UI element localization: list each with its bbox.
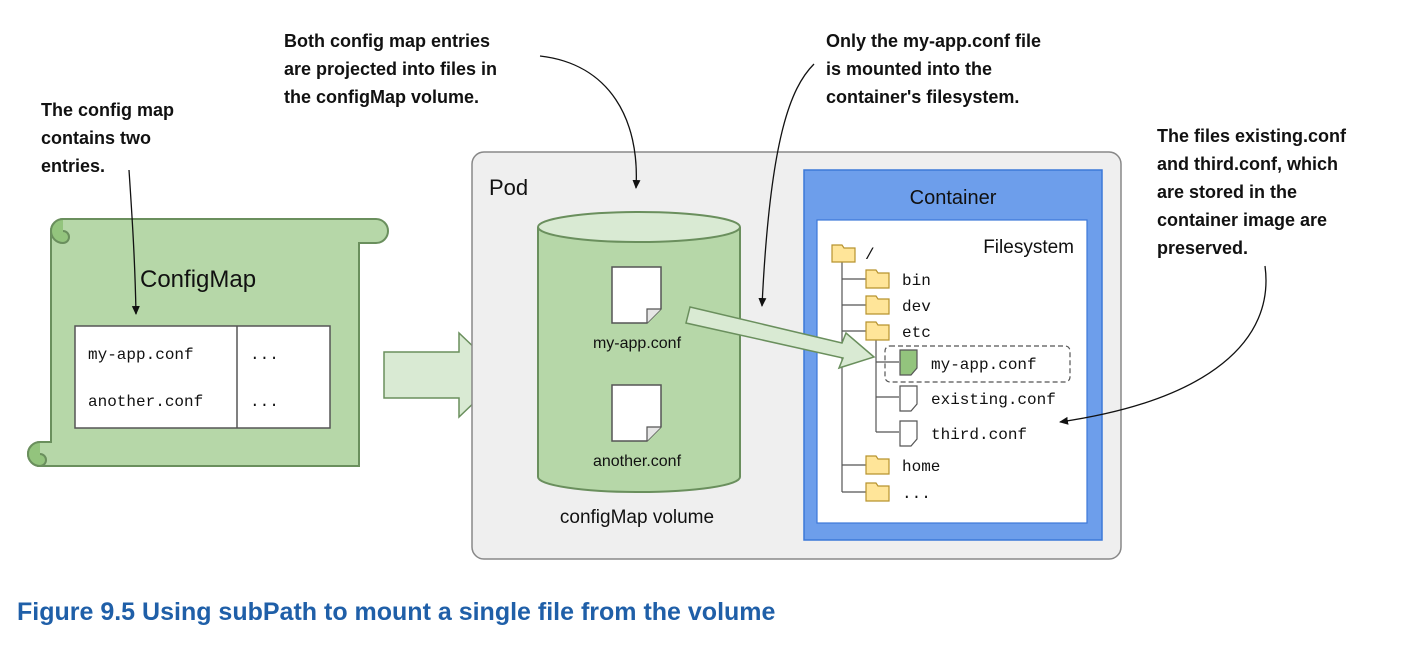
preserved-note-line-2: and third.conf, which (1157, 154, 1338, 174)
configmap-note-pointer (128, 169, 140, 315)
projection-note: Both config map entries are projected in… (284, 31, 497, 107)
folder-icon (865, 455, 890, 475)
fs-dir: bin (902, 272, 931, 290)
fs-dir: ... (902, 485, 931, 503)
folder-icon (865, 482, 890, 502)
mount-note-pointer (758, 63, 815, 307)
configmap-entry-key: another.conf (88, 393, 203, 411)
fs-dir: etc (902, 324, 931, 342)
mount-arrow (685, 306, 876, 370)
preserved-note-line-1: The files existing.conf (1157, 126, 1347, 146)
configmap-entry-key: my-app.conf (88, 346, 194, 364)
configmap-note-line-3: entries. (41, 156, 105, 176)
volume-cylinder-body (537, 227, 741, 493)
projection-note-line-1: Both config map entries (284, 31, 490, 51)
volume-file-name: another.conf (593, 453, 682, 470)
mount-note-line-3: container's filesystem. (826, 87, 1019, 107)
pod-label: Pod (489, 175, 528, 200)
projection-note-line-3: the configMap volume. (284, 87, 479, 107)
tree-lines (841, 262, 899, 493)
mount-note-line-1: Only the my-app.conf file (826, 31, 1041, 51)
mount-note: Only the my-app.conf file is mounted int… (826, 31, 1041, 107)
fs-dir: home (902, 458, 940, 476)
projection-note-line-2: are projected into files in (284, 59, 497, 79)
preserved-note: The files existing.conf and third.conf, … (1157, 126, 1347, 258)
configmap-note-line-1: The config map (41, 100, 174, 120)
folder-icon (865, 295, 890, 315)
volume-cylinder-top (537, 211, 741, 243)
folder-icon (865, 321, 890, 341)
file-icon (611, 384, 662, 442)
fs-root: / (865, 246, 875, 264)
filesystem-label: Filesystem (983, 237, 1074, 258)
configmap-entry-value: ... (250, 393, 279, 411)
file-icon (899, 349, 918, 376)
fs-dir: dev (902, 298, 931, 316)
mount-note-line-2: is mounted into the (826, 59, 992, 79)
preserved-note-line-4: container image are (1157, 210, 1327, 230)
file-icon (611, 266, 662, 324)
configmap-scroll: ConfigMap my-app.conf ... another.conf .… (27, 218, 389, 468)
configmap-entries-table: my-app.conf ... another.conf ... (74, 325, 331, 429)
container-label: Container (910, 187, 997, 209)
mounted-file-highlight (884, 345, 1071, 383)
volume-label: configMap volume (560, 507, 714, 528)
preserved-note-line-3: are stored in the (1157, 182, 1297, 202)
file-icon (899, 420, 918, 447)
scroll-curl-bottom (27, 441, 47, 468)
fs-file: third.conf (931, 426, 1027, 444)
volume-file-name: my-app.conf (593, 335, 682, 352)
file-icon (899, 385, 918, 412)
fs-file: my-app.conf (931, 356, 1037, 374)
folder-icon (831, 244, 856, 263)
figure-caption: Figure 9.5 Using subPath to mount a sing… (17, 598, 776, 626)
configmap-entry-value: ... (250, 346, 279, 364)
folder-icon (865, 269, 890, 289)
configmap-note-line-2: contains two (41, 128, 151, 148)
filesystem-box (816, 219, 1088, 524)
projection-note-pointer (539, 55, 641, 189)
scroll-curl-top (50, 218, 70, 245)
diagram: The config map contains two entries. Bot… (27, 31, 1347, 560)
configmap-note: The config map contains two entries. (41, 100, 174, 176)
fs-file: existing.conf (931, 391, 1056, 409)
configmap-volume: my-app.conf another.conf (537, 211, 741, 493)
preserved-note-line-5: preserved. (1157, 238, 1248, 258)
configmap-title: ConfigMap (140, 266, 256, 293)
preserved-note-pointer (1059, 265, 1267, 425)
